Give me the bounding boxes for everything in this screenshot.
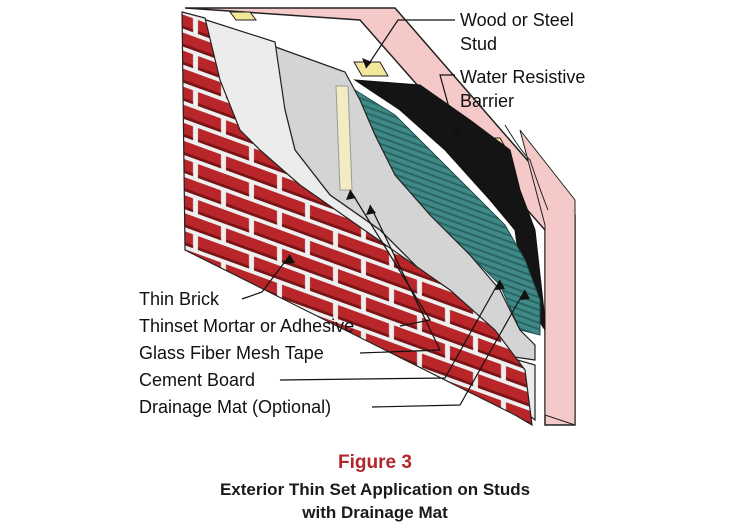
label-water-barrier-1: Water Resistive: [460, 67, 586, 87]
water-resistive-barrier: [353, 79, 546, 332]
label-wood-steel-stud-1: Wood or Steel: [460, 10, 574, 30]
figure-number: Figure 3: [338, 452, 412, 473]
label-drainage-mat: Drainage Mat (Optional): [139, 397, 332, 417]
label-cement-board: Cement Board: [139, 370, 256, 390]
label-wood-steel-stud-2: Stud: [460, 34, 498, 54]
leader-lines: [241, 19, 526, 408]
figure-title-line2: with Drainage Mat: [302, 503, 448, 522]
label-mesh-tape: Glass Fiber Mesh Tape: [139, 343, 324, 363]
figure-title-line1: Exterior Thin Set Application on Studs: [219, 480, 531, 499]
thin-brick-layer: [181, 11, 533, 427]
mesh-tape: [335, 85, 353, 191]
label-thin-brick: Thin Brick: [139, 289, 220, 309]
insulation-layer: [184, 7, 576, 426]
arrowheads: [284, 58, 530, 300]
label-water-barrier-2: Barrier: [460, 91, 515, 111]
label-thinset-mortar: Thinset Mortar or Adhesive: [139, 316, 355, 336]
